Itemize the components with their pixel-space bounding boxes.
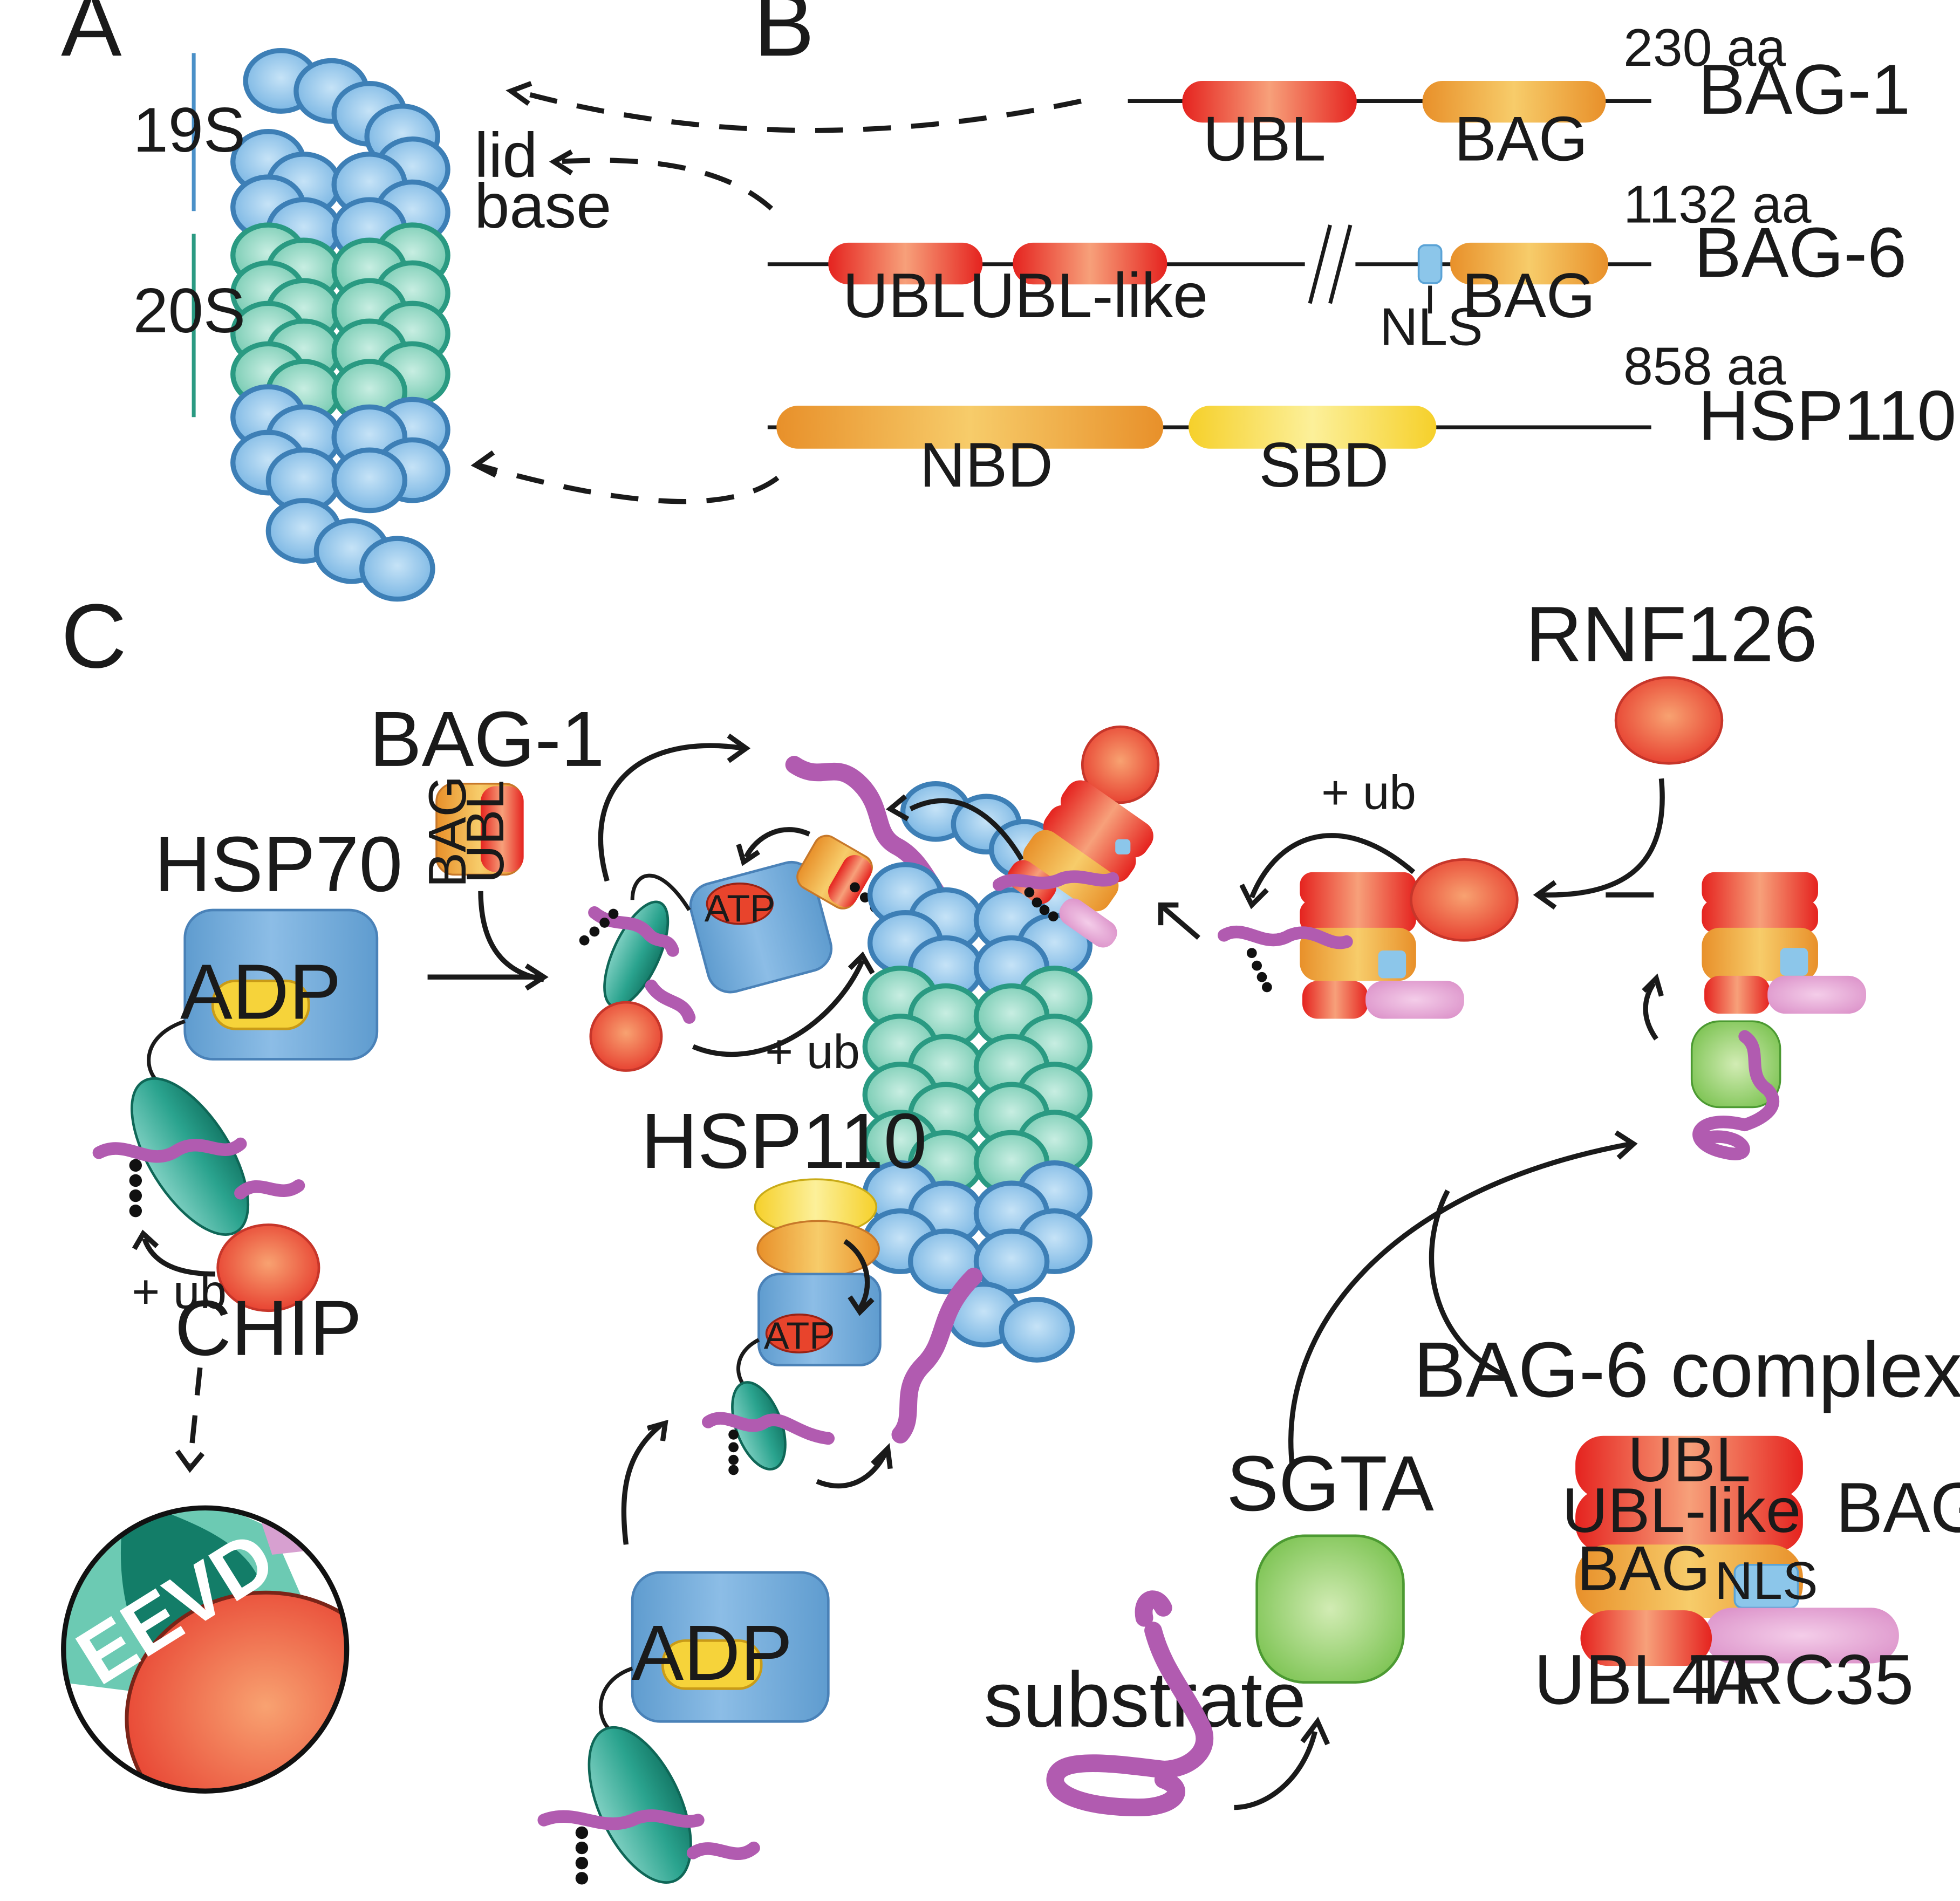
convergence-arrows	[1234, 1130, 1638, 1810]
bag6-domain-map	[767, 224, 1651, 314]
rnf126-arrow	[1533, 778, 1665, 910]
zoom-dashed-arrow	[175, 1367, 205, 1473]
hsp110-nbd-label: NBD	[920, 429, 1053, 500]
bag6-legend-ubl: UBL	[1628, 1424, 1751, 1495]
panel-a-proteasome	[230, 48, 450, 602]
bag6-complex-legend	[1575, 1435, 1899, 1666]
right-bag6-sgta	[1642, 872, 1867, 1160]
bag1-c-ubl-label: UBL	[455, 780, 515, 883]
adp-badge-left	[211, 979, 310, 1030]
bag1-c-title: BAG-1	[370, 695, 605, 783]
bag1-ubl-domain	[1182, 80, 1357, 123]
rnf126-protein	[1614, 676, 1724, 765]
adp-label-left: ADP	[180, 948, 342, 1036]
bag1-bag-domain	[1422, 80, 1606, 123]
hsp70-lower	[537, 1419, 830, 1885]
bag6-ubl-like-label: UBL-like	[969, 260, 1208, 331]
bag6-legend-ubl-like: UBL-like	[1562, 1475, 1801, 1546]
trc35-label: TRC35	[1690, 1639, 1914, 1719]
bag1-domain-map	[1128, 80, 1651, 123]
atp-label-lower: ATP	[764, 1314, 835, 1357]
sgta-protein	[1255, 1534, 1405, 1684]
bag1-length: 230 aa	[1623, 18, 1786, 77]
hsp110-length: 858 aa	[1623, 336, 1786, 395]
bag6-ubl-label: UBL	[843, 260, 966, 331]
bag1-ubl-label: UBL	[1203, 104, 1326, 174]
hsp70-left	[92, 908, 379, 1312]
bag1-name: BAG-1	[1698, 50, 1910, 129]
arrow-bag1-down	[478, 891, 544, 982]
bag6-bag-label: BAG	[1462, 260, 1595, 331]
chip-label: CHIP	[175, 1284, 362, 1372]
panel-a-letter: A	[61, 0, 122, 75]
bag6-legend-name: BAG-6	[1836, 1468, 1960, 1547]
adp-label-lower: ADP	[631, 1609, 793, 1697]
bag6-legend-bag: BAG	[1577, 1533, 1710, 1604]
plus-ub-right: + ub	[1321, 765, 1416, 819]
hsp110-name: HSP110	[1698, 375, 1956, 455]
hsp110-nbd-domain	[776, 406, 1164, 449]
bag6-ubl-like-domain	[1013, 242, 1167, 285]
bag6-ubl-domain	[828, 242, 983, 285]
sgta-title: SGTA	[1226, 1439, 1434, 1527]
eevd-zoom-circle: EEVD	[61, 1505, 350, 1794]
hsp110-c-complex	[702, 1178, 893, 1489]
docked-bag6-complex	[992, 725, 1160, 948]
bag6-bag-domain	[1450, 242, 1609, 285]
label-20s: 20S	[133, 275, 245, 346]
hsp70-title: HSP70	[154, 820, 402, 908]
plus-ub-center: + ub	[765, 1024, 860, 1078]
hsp110-sbd-label: SBD	[1259, 429, 1389, 500]
label-19s: 19S	[133, 94, 245, 165]
bag6-name: BAG-6	[1694, 213, 1907, 292]
center-hsp70-complex	[579, 733, 880, 1072]
atp-badge-lower	[765, 1314, 834, 1353]
ubl4a-label: UBL4A	[1534, 1639, 1758, 1719]
atp-label-center: ATP	[705, 887, 775, 929]
hsp110-c-title: HSP110	[641, 1097, 927, 1185]
dashed-arrows-to-proteasome	[470, 81, 1082, 504]
label-base: base	[474, 170, 611, 241]
substrate-label: substrate	[984, 1656, 1307, 1743]
panel-c-letter: C	[61, 585, 127, 687]
rnf126-title: RNF126	[1526, 590, 1818, 678]
substrate-protein	[1046, 1590, 1214, 1817]
rnf126-bag6-complex	[1158, 833, 1519, 1019]
atp-badge-center	[706, 883, 774, 925]
hsp110-sbd-domain	[1189, 406, 1437, 449]
bag1-c-icon	[435, 782, 524, 876]
bag6-length: 1132 aa	[1623, 174, 1812, 234]
adp-badge-lower	[661, 1639, 763, 1690]
bag6-complex-title: BAG-6 complex	[1413, 1325, 1960, 1413]
plus-ub-left: + ub	[132, 1264, 227, 1318]
bag1-c-bag-label: BAG	[418, 776, 477, 888]
chip-left	[216, 1223, 320, 1312]
bag6-nls-domain	[1417, 244, 1443, 284]
bag1-bag-label: BAG	[1454, 104, 1588, 174]
hsp110-domain-map	[767, 406, 1651, 449]
bag6-legend-nls-label: NLS	[1715, 1551, 1818, 1610]
label-lid: lid	[474, 120, 537, 190]
panel-b-letter: B	[754, 0, 815, 75]
bag6-nls-label: NLS	[1379, 297, 1483, 357]
